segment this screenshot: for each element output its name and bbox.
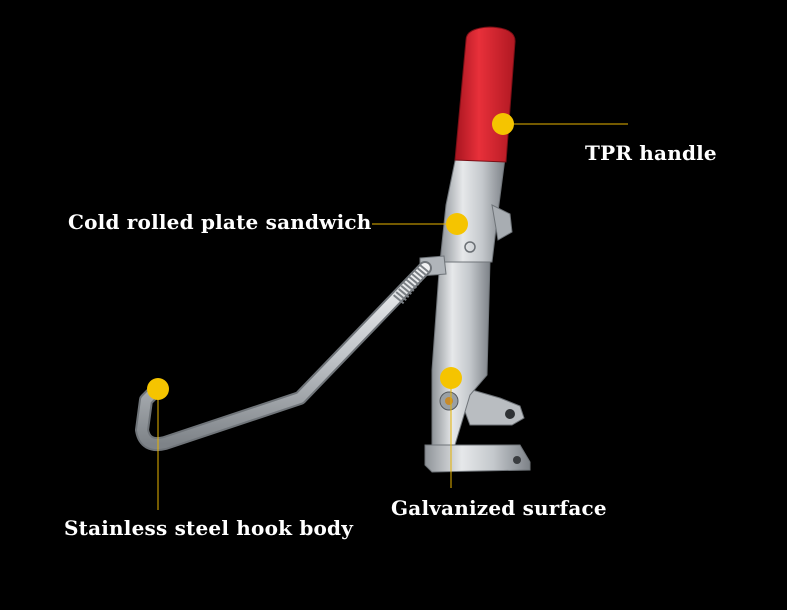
marker-hook-body [147, 378, 169, 400]
label-hook-body: Stainless steel hook body [64, 516, 354, 540]
leader-lines [157, 123, 628, 510]
tpr-handle-grip [454, 26, 516, 163]
label-galvanized: Galvanized surface [391, 496, 607, 520]
marker-tpr-handle [492, 113, 514, 135]
label-tpr-handle: TPR handle [585, 141, 717, 165]
hook-rod [135, 261, 432, 452]
marker-galvanized [440, 367, 462, 389]
clamp-body [431, 257, 491, 446]
arm-plates [419, 155, 513, 277]
label-cold-rolled: Cold rolled plate sandwich [68, 210, 372, 234]
marker-cold-rolled [446, 213, 468, 235]
